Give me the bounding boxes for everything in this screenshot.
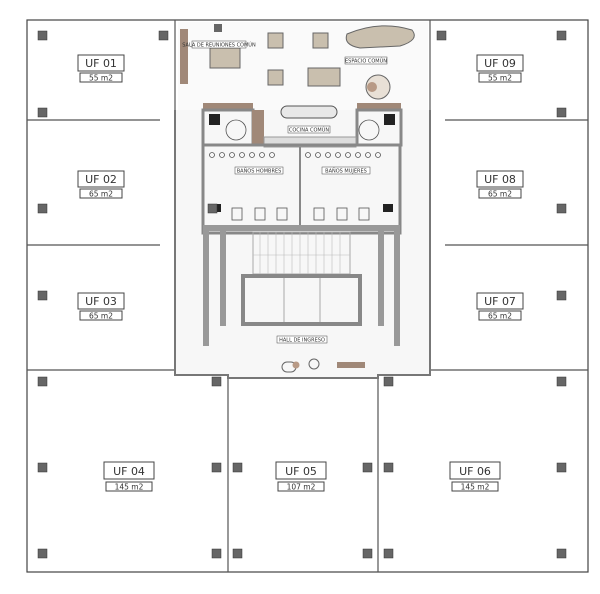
label-kitchen: COCINA COMÚN	[289, 127, 330, 134]
unit-label-uf03[interactable]: UF 03 65 m2	[77, 292, 125, 321]
unit-label-uf08[interactable]: UF 08 65 m2	[476, 170, 524, 199]
dining-table	[307, 67, 341, 87]
unit-walls	[27, 20, 588, 572]
label-mens-restroom: BAÑOS HOMBRES	[237, 168, 282, 175]
svg-text:65 m2: 65 m2	[488, 312, 512, 321]
svg-text:145 m2: 145 m2	[115, 483, 144, 492]
svg-text:65 m2: 65 m2	[488, 190, 512, 199]
svg-text:145 m2: 145 m2	[461, 483, 490, 492]
label-entrance-hall: HALL DE INGRESO	[279, 338, 325, 344]
unit-label-uf05[interactable]: UF 05 107 m2	[275, 461, 327, 492]
svg-text:65 m2: 65 m2	[89, 190, 113, 199]
svg-text:UF 05: UF 05	[285, 465, 317, 478]
unit-label-uf07[interactable]: UF 07 65 m2	[476, 292, 524, 321]
svg-text:UF 06: UF 06	[459, 465, 491, 478]
structural-columns	[37, 30, 567, 559]
svg-text:UF 02: UF 02	[85, 173, 117, 186]
svg-text:UF 03: UF 03	[85, 295, 117, 308]
svg-text:55 m2: 55 m2	[89, 74, 113, 83]
unit-label-uf06[interactable]: UF 06 145 m2	[449, 461, 501, 492]
unit-label-uf01[interactable]: UF 01 55 m2	[77, 54, 125, 83]
svg-text:UF 08: UF 08	[484, 173, 516, 186]
svg-text:55 m2: 55 m2	[488, 74, 512, 83]
svg-text:UF 04: UF 04	[113, 465, 145, 478]
unit-label-uf04[interactable]: UF 04 145 m2	[103, 461, 155, 492]
room-labels: SALA DE REUNIONES COMÚN ESPACIO COMÚN CO…	[182, 40, 387, 344]
furniture	[180, 24, 415, 373]
svg-text:65 m2: 65 m2	[89, 312, 113, 321]
unit-label-uf09[interactable]: UF 09 55 m2	[476, 54, 524, 83]
svg-text:UF 01: UF 01	[85, 57, 117, 70]
svg-text:107 m2: 107 m2	[287, 483, 316, 492]
label-meeting-room: SALA DE REUNIONES COMÚN	[182, 42, 256, 49]
building-outline	[26, 19, 589, 573]
label-womens-restroom: BAÑOS MUJERES	[325, 168, 367, 175]
svg-text:UF 09: UF 09	[484, 57, 516, 70]
label-common-space: ESPACIO COMÚN	[345, 58, 387, 65]
svg-text:UF 07: UF 07	[484, 295, 516, 308]
unit-label-uf02[interactable]: UF 02 65 m2	[77, 170, 125, 199]
core	[174, 22, 431, 379]
meeting-table	[209, 47, 241, 69]
